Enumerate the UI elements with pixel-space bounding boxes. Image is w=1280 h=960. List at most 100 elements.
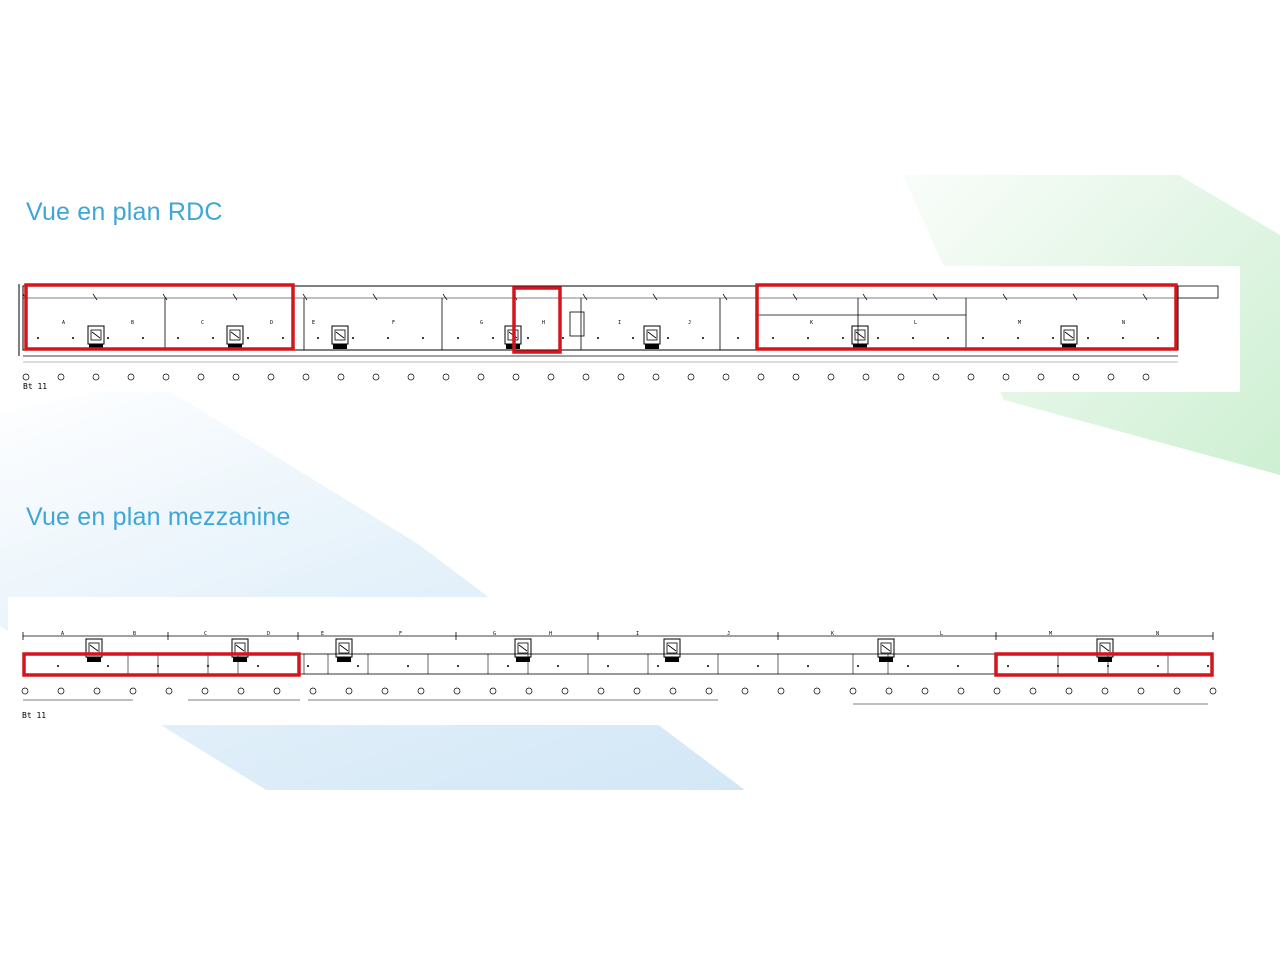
column-dot [157, 665, 159, 667]
stair-base [337, 657, 351, 662]
stair-landing [646, 329, 658, 341]
grid-axis-bubble [267, 373, 275, 381]
stair-base [228, 344, 242, 349]
column-marker [302, 293, 308, 301]
grid-axis-bubble [309, 687, 317, 695]
grid-axis-bubble [652, 373, 660, 381]
column-marker [92, 293, 98, 301]
stair-landing [90, 329, 102, 341]
column-dot [1087, 337, 1089, 339]
stair-landing [666, 642, 678, 654]
bay-label: K [810, 320, 813, 326]
bay-label: K [831, 631, 834, 637]
grid-axis-bubble [453, 687, 461, 695]
stair-base [89, 344, 103, 349]
annex-outline [1177, 285, 1219, 299]
grid-axis-bubble [1107, 373, 1115, 381]
grid-axis-bubble [1037, 373, 1045, 381]
column-dot [257, 665, 259, 667]
column-dot [1157, 665, 1159, 667]
column-dot [1017, 337, 1019, 339]
stair-landing [338, 642, 350, 654]
stair-flight [89, 644, 99, 652]
grid-axis-bubble [57, 687, 65, 695]
column-marker [582, 293, 588, 301]
bay-label: N [1156, 631, 1159, 637]
highlight-box-right [994, 652, 1214, 677]
grid-axis-bubble [372, 373, 380, 381]
column-dot [212, 337, 214, 339]
grid-axis-bubble [201, 687, 209, 695]
grid-axis-bubble [1065, 687, 1073, 695]
grid-axis-bubble [489, 687, 497, 695]
bay-label: B [131, 320, 134, 326]
grid-axis-bubble [792, 373, 800, 381]
stair-landing [854, 329, 866, 341]
grid-axis-bubble [741, 687, 749, 695]
bay-label: M [1018, 320, 1021, 326]
stair-flight [235, 644, 245, 652]
column-dot [912, 337, 914, 339]
bay-label: E [321, 631, 324, 637]
grid-axis-bubble [633, 687, 641, 695]
stair-flight [339, 644, 349, 652]
bay-label: N [1122, 320, 1125, 326]
grid-axis-bubble [442, 373, 450, 381]
column-marker [372, 293, 378, 301]
grid-axis-bubble [1137, 687, 1145, 695]
stair-flight [91, 331, 101, 339]
column-dot [772, 337, 774, 339]
stair-flight [518, 644, 528, 652]
stair-landing [229, 329, 241, 341]
stair-flight [647, 331, 657, 339]
column-marker [162, 293, 168, 301]
column-dot [1107, 665, 1109, 667]
grid-axis-bubble [525, 687, 533, 695]
technical-room [569, 311, 585, 337]
grid-axis-bubble [92, 373, 100, 381]
column-dot [352, 337, 354, 339]
column-dot [667, 337, 669, 339]
column-dot [107, 337, 109, 339]
column-dot [597, 337, 599, 339]
grid-axis-bubble [813, 687, 821, 695]
highlight-box-left [22, 652, 301, 677]
stair-base [516, 657, 530, 662]
column-dot [307, 665, 309, 667]
column-marker [722, 293, 728, 301]
column-dot [1052, 337, 1054, 339]
column-marker [1072, 293, 1078, 301]
column-dot [907, 665, 909, 667]
column-dot [607, 665, 609, 667]
grid-axis-bubble [1209, 687, 1217, 695]
plan-mezzanine-caption: Bt 11 [22, 711, 47, 720]
column-dot [707, 665, 709, 667]
grid-axis-bubble [1101, 687, 1109, 695]
title-mezzanine: Vue en plan mezzanine [26, 503, 291, 531]
grid-axis-bubble [57, 373, 65, 381]
grid-axis-bubble [237, 687, 245, 695]
grid-axis-bubble [21, 687, 29, 695]
column-dot [757, 665, 759, 667]
column-dot [877, 337, 879, 339]
stair-flight [1064, 331, 1074, 339]
column-marker [1142, 293, 1148, 301]
grid-axis-bubble [162, 373, 170, 381]
column-dot [507, 665, 509, 667]
grid-axis-bubble [561, 687, 569, 695]
bay-label: H [542, 320, 545, 326]
stair-base [853, 344, 867, 349]
column-dot [72, 337, 74, 339]
column-dot [807, 337, 809, 339]
grid-axis-bubble [337, 373, 345, 381]
column-dot [357, 665, 359, 667]
column-dot [177, 337, 179, 339]
bay-label: J [688, 320, 691, 326]
grid-axis-bubble [862, 373, 870, 381]
grid-axis-bubble [669, 687, 677, 695]
grid-axis-bubble [1173, 687, 1181, 695]
bay-label: H [549, 631, 552, 637]
grid-axis-bubble [932, 373, 940, 381]
